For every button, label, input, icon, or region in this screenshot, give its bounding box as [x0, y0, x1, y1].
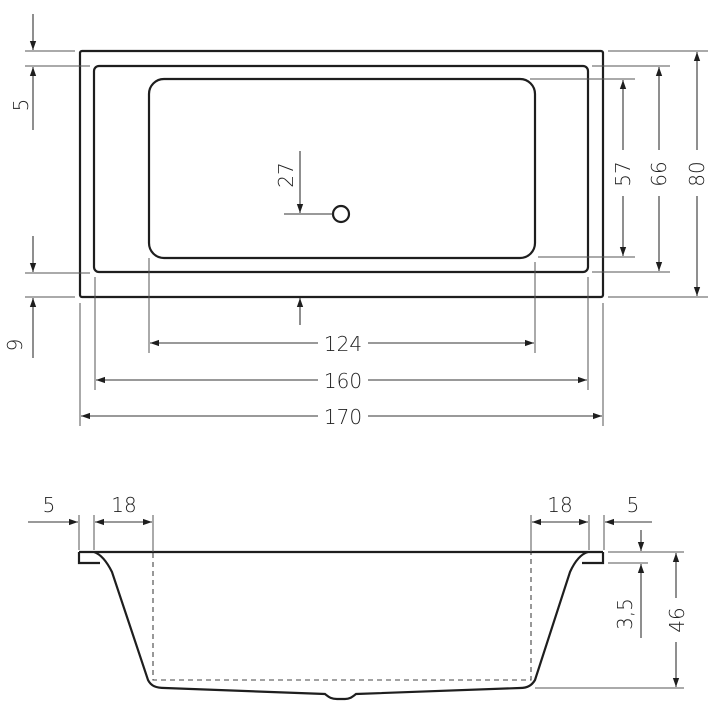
dim-outer-length: 170 [81, 405, 602, 429]
dim-label: 9 [3, 339, 27, 352]
inner-rim-outline [92, 64, 590, 274]
tub-profile [93, 550, 589, 701]
dim-drain-offset: 27 [274, 151, 333, 215]
top-view: 5 9 27 57 [3, 14, 709, 429]
dim-inner-width: 66 [647, 67, 671, 271]
dim-right-slope: 18 [532, 493, 588, 526]
dim-label: 170 [324, 405, 362, 429]
dim-left-rim: 5 [28, 493, 78, 526]
dim-label: 46 [665, 607, 689, 632]
drain-icon [331, 204, 351, 224]
dim-label: 27 [274, 162, 298, 187]
dim-label: 66 [647, 161, 671, 186]
outer-outline [78, 49, 605, 299]
dim-label: 18 [111, 493, 136, 517]
dim-rim-bottom: 9 [3, 298, 37, 358]
dim-label: 124 [324, 332, 362, 356]
basin-outline [147, 77, 537, 260]
dim-label: 3,5 [613, 598, 637, 630]
dim-label: 160 [324, 369, 362, 393]
dim-outer-width: 80 [685, 52, 709, 296]
dim-inner-length: 160 [96, 369, 587, 393]
dim-basin-width: 57 [611, 80, 635, 256]
dim-label: 80 [685, 161, 709, 186]
dim-label: 5 [43, 493, 56, 517]
dim-rim-thickness: 3,5 [613, 530, 645, 638]
dim-right-rim: 5 [605, 493, 652, 526]
dim-left-slope: 18 [95, 493, 152, 526]
dim-label: 5 [627, 493, 640, 517]
dim-depth: 46 [665, 553, 689, 687]
side-view: 5 18 18 5 3,5 [28, 493, 689, 701]
dim-rim-top: 5 [9, 14, 37, 130]
dim-label: 18 [547, 493, 572, 517]
dim-label: 5 [9, 99, 33, 112]
dim-label: 57 [611, 161, 635, 186]
dim-basin-length: 124 [150, 332, 534, 356]
